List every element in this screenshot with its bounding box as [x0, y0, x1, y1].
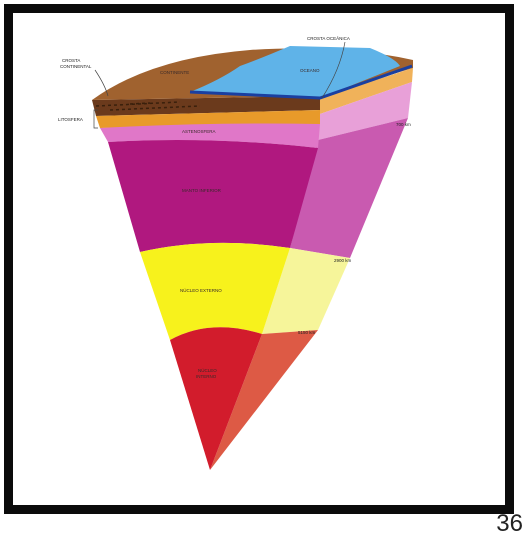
label-nucleo-externo: NÚCLEO EXTERNO — [180, 287, 222, 293]
label-manto-inferior: MANTO INFERIOR — [182, 188, 222, 193]
label-oceano: OCEANO — [300, 68, 320, 73]
label-crosta-continental: CROSTA CONTINENTAL — [60, 58, 92, 69]
label-astenosfera: ASTENOSFERA — [182, 129, 216, 134]
label-crosta-oceanica: CROSTA OCEÂNICA — [307, 35, 350, 41]
layer-lower-mantle — [108, 140, 318, 252]
label-depth-2: 2900 km — [334, 258, 352, 263]
page-number: 36 — [496, 510, 523, 538]
label-depth-3: 5150 km — [298, 330, 316, 335]
label-depth-1: 700 km — [396, 122, 411, 127]
label-litosfera: LITOSFERA — [58, 117, 83, 122]
label-continente: CONTINENTE — [160, 70, 189, 75]
